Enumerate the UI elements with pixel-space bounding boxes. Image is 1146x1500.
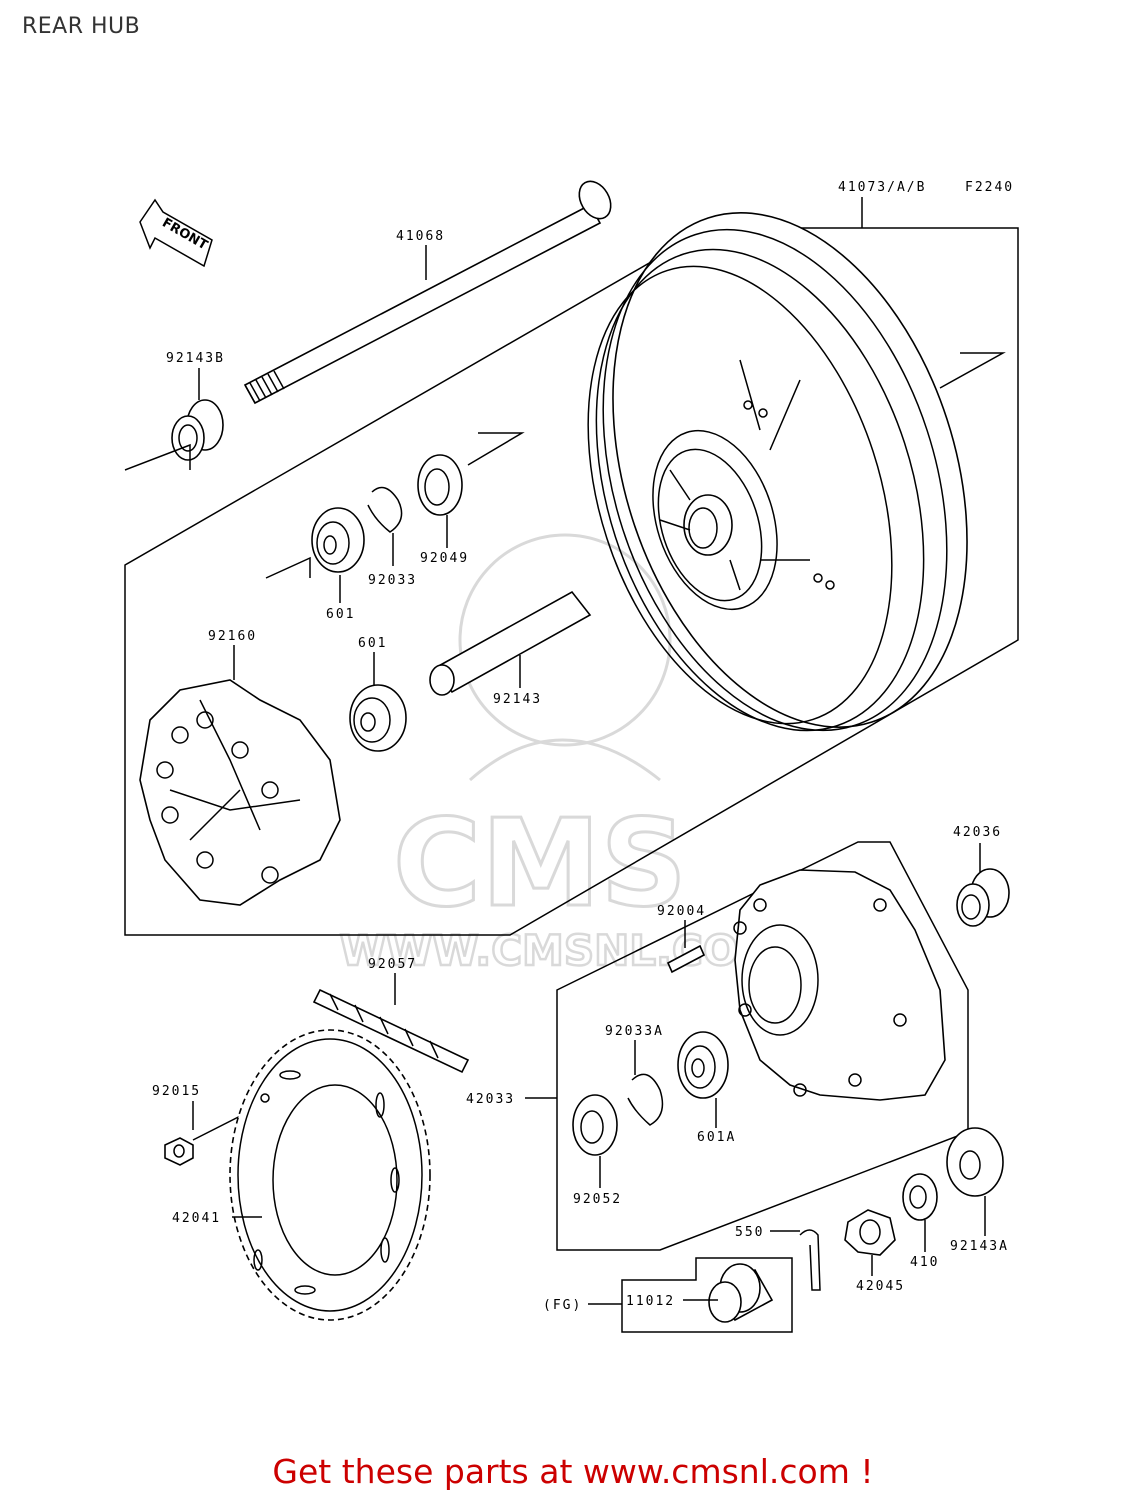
label-92049: 92049 [420,551,469,566]
label-42036: 42036 [953,825,1002,840]
cotter-pin-550 [799,1229,821,1291]
watermark-url: WWW.CMSNL.COM [340,926,781,975]
label-42045: 42045 [856,1279,905,1294]
front-arrow-icon: FRONT [139,198,213,268]
circlip-92033 [367,486,403,533]
cms-watermark: CMS WWW.CMSNL.COM [338,533,782,976]
label-41068: 41068 [396,229,445,244]
label-92033: 92033 [368,573,417,588]
damper-92160 [139,679,341,906]
label-410: 410 [910,1255,939,1270]
sprocket-42041 [229,1029,431,1321]
fg-group-frame [621,1257,793,1333]
collar-42036 [956,868,1010,927]
label-92057: 92057 [368,957,417,972]
label-fg: (FG) [543,1298,582,1313]
label-92004: 92004 [657,904,706,919]
label-42041: 42041 [172,1211,221,1226]
seal-92049 [417,454,463,516]
circlip-92033A [627,1073,664,1126]
label-92052: 92052 [573,1192,622,1207]
footer-link[interactable]: Get these parts at www.cmsnl.com ! [272,1452,874,1491]
seal-92052 [572,1094,618,1156]
label-11012: 11012 [626,1294,675,1309]
label-92143: 92143 [493,692,542,707]
hub-42033 [733,869,946,1101]
label-601A: 601A [697,1130,736,1145]
collar-92143A [946,1127,1004,1197]
label-92015: 92015 [152,1084,201,1099]
chain-92057 [312,988,470,1074]
bearing-601A [677,1031,729,1099]
axle-nut-42045 [844,1209,896,1256]
label-601-upper: 601 [326,607,355,622]
label-42033: 42033 [466,1092,515,1107]
label-601-lower: 601 [358,636,387,651]
stud-92004 [666,944,706,974]
axle-41068 [243,180,612,405]
label-92143A: 92143A [950,1239,1009,1254]
bearing-601-upper [311,507,365,573]
page-title: REAR HUB [22,14,141,39]
bearing-601-lower [349,684,407,752]
label-92033A: 92033A [605,1024,664,1039]
parts-diagram: CMS WWW.CMSNL.COM FRONT [124,180,1019,1333]
watermark-logo: CMS [393,795,687,934]
hub-assembly-frame [556,841,969,1251]
washer-410 [902,1173,938,1221]
collar-92143B [171,399,224,461]
cap-11012 [708,1263,774,1323]
nut-92015 [164,1137,194,1166]
spacer-92143 [429,590,592,696]
label-550: 550 [735,1225,764,1240]
wheel-41073 [587,212,968,732]
label-92160: 92160 [208,629,257,644]
label-41073: 41073/A/B [838,180,926,195]
figure-code: F2240 [965,180,1014,195]
label-92143B: 92143B [166,351,225,366]
